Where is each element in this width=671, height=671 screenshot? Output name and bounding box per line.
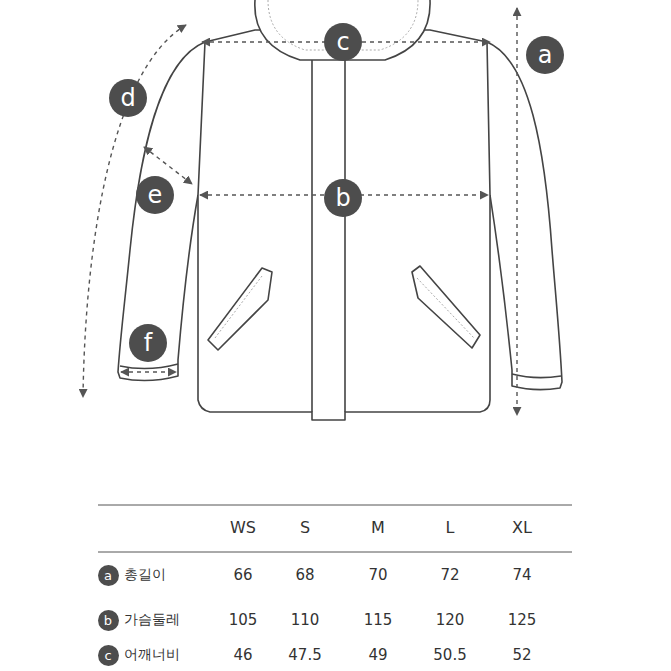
table-rule <box>98 505 572 506</box>
callout-text: a <box>538 43 553 67</box>
row-heading: 어깨너비 <box>124 647 180 662</box>
table-cell: 52 <box>512 647 531 664</box>
callout-letter: c <box>324 23 362 61</box>
table-cell: 115 <box>364 612 393 629</box>
callout-text: e <box>148 183 163 207</box>
table-cell: 46 <box>233 647 252 664</box>
callout-text: c <box>336 30 349 54</box>
placket <box>312 60 345 412</box>
row-heading: 총길이 <box>124 567 166 582</box>
table-cell: 47.5 <box>288 647 321 664</box>
left-sleeve <box>118 42 205 381</box>
table-cell: 72 <box>440 567 459 584</box>
table-cell: 74 <box>512 567 531 584</box>
cuff-dimension <box>121 371 176 372</box>
callout-letter: a <box>98 565 119 586</box>
callout-text: b <box>104 614 112 627</box>
table-cell: 125 <box>508 612 537 629</box>
callout-letter: d <box>109 79 147 117</box>
left-pocket <box>208 268 272 350</box>
table-cell: 105 <box>229 612 258 629</box>
callout-text: c <box>104 649 111 662</box>
callout-text: d <box>120 86 135 110</box>
table-cell: 120 <box>436 612 465 629</box>
table-cell: 70 <box>368 567 387 584</box>
table-cell: 50.5 <box>433 647 466 664</box>
jacket-body <box>198 30 490 420</box>
callout-letter: a <box>526 36 564 74</box>
table-cell: 68 <box>295 567 314 584</box>
callout-letter: e <box>136 176 174 214</box>
table-rule <box>98 552 572 553</box>
table-cell: 49 <box>368 647 387 664</box>
callout-text: b <box>335 186 350 210</box>
collar <box>255 0 430 60</box>
callout-text: f <box>144 331 152 355</box>
table-cell: 110 <box>291 612 320 629</box>
cuff-seams <box>120 364 561 378</box>
table-cell: XL <box>512 519 532 537</box>
table-cell: S <box>300 519 310 537</box>
callout-letter: f <box>129 324 167 362</box>
callout-letter: b <box>324 179 362 217</box>
right-sleeve <box>487 42 562 390</box>
length-dimension <box>516 8 517 415</box>
table-cell: 66 <box>233 567 252 584</box>
table-cell: L <box>446 519 455 537</box>
pocket-stitch <box>215 276 474 338</box>
callout-text: a <box>104 569 112 582</box>
sleeve-dimension <box>83 25 186 397</box>
callout-letter: b <box>98 610 119 631</box>
callout-letter: c <box>98 645 119 666</box>
right-pocket <box>412 266 480 348</box>
row-heading: 가슴둘레 <box>124 612 180 627</box>
table-cell: WS <box>230 519 256 537</box>
table-cell: M <box>371 519 385 537</box>
